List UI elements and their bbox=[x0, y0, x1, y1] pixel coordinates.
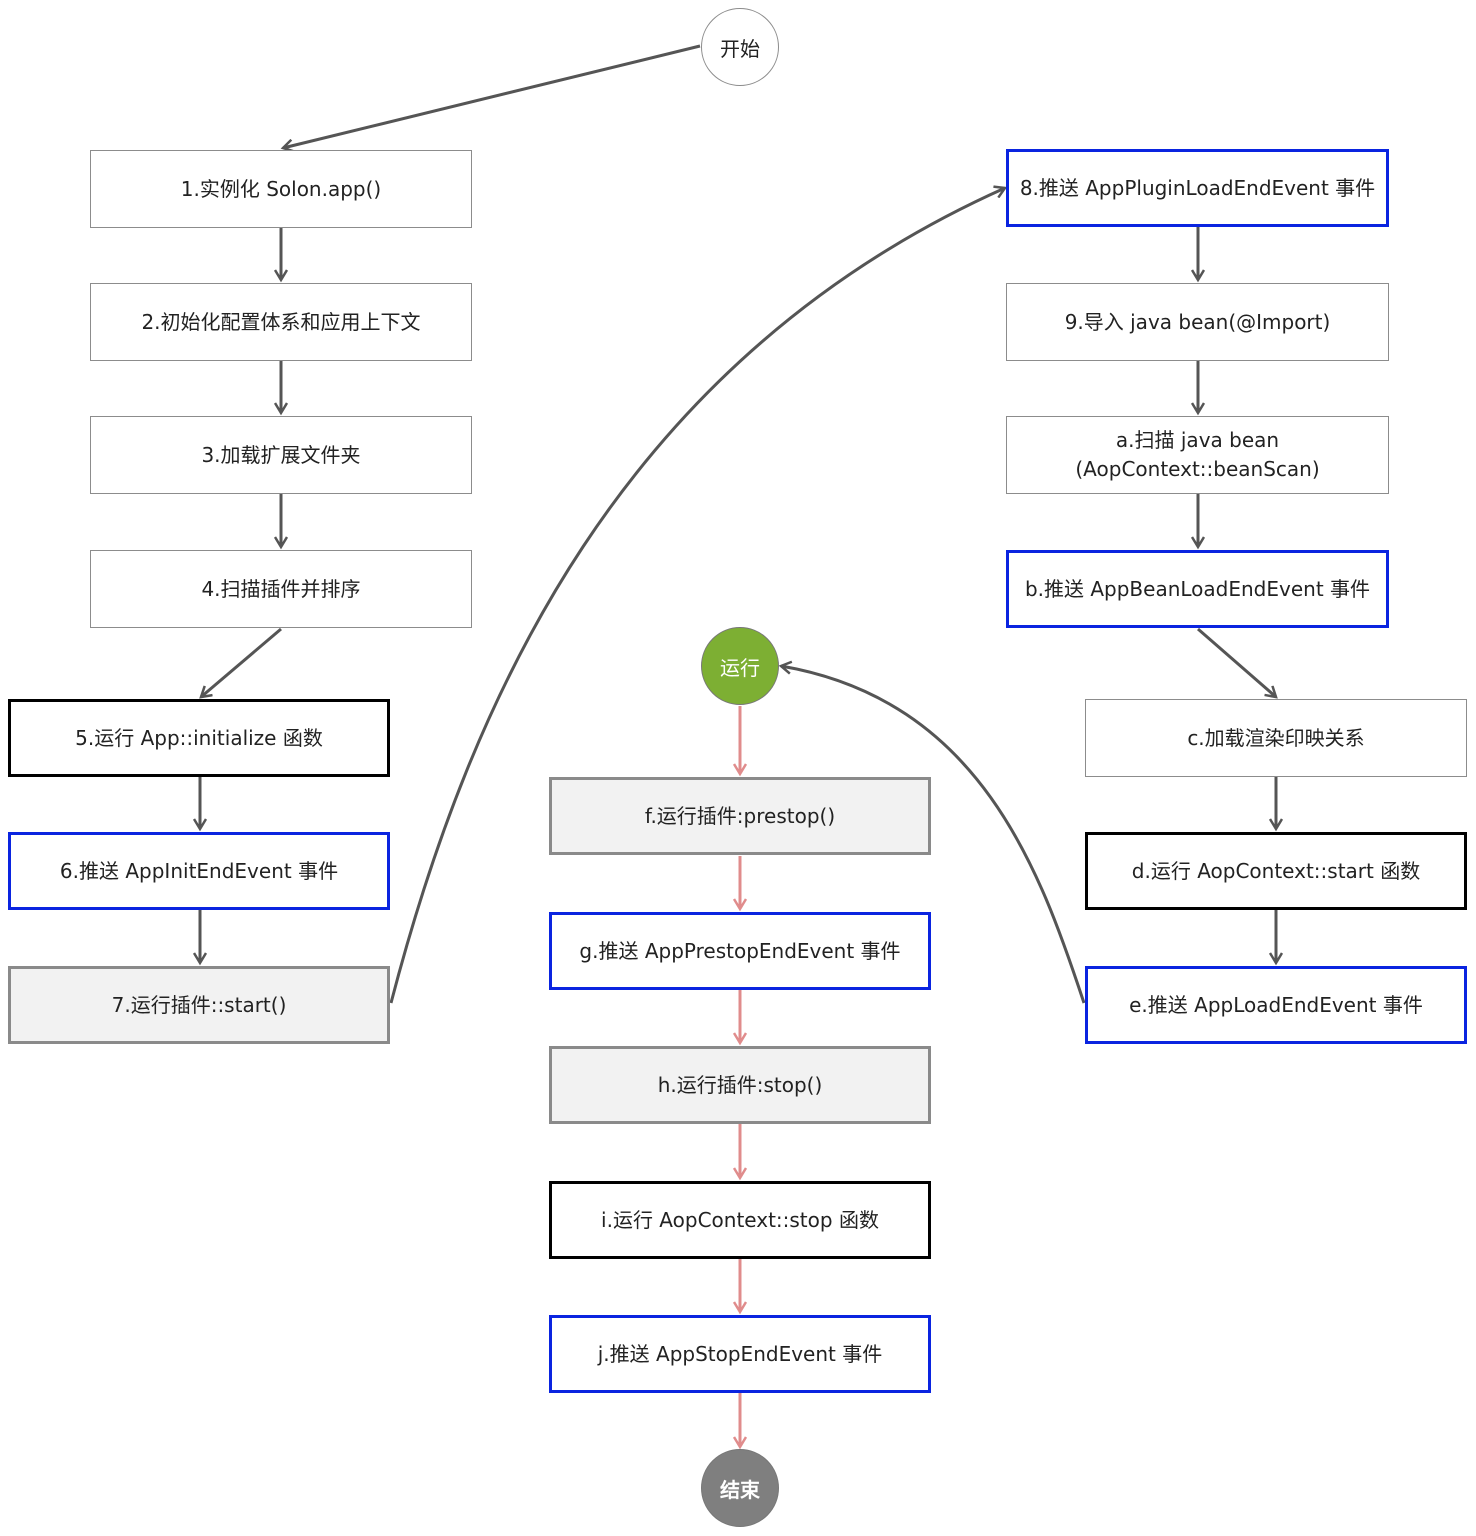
step-e-label: e.推送 AppLoadEndEvent 事件 bbox=[1129, 992, 1423, 1017]
arrow-start-to-step1 bbox=[283, 44, 701, 148]
start-label: 开始 bbox=[720, 36, 760, 61]
step-h-label: h.运行插件:stop() bbox=[657, 1072, 823, 1097]
step-1-label: 1.实例化 Solon.app() bbox=[180, 176, 382, 201]
step-b-label: b.推送 AppBeanLoadEndEvent 事件 bbox=[1024, 576, 1371, 601]
step-j-label: j.推送 AppStopEndEvent 事件 bbox=[597, 1341, 883, 1366]
arrow-stepb-to-stepc bbox=[1197, 627, 1276, 697]
step-e-box: e.推送 AppLoadEndEvent 事件 bbox=[1085, 966, 1467, 1044]
step-i-box: i.运行 AopContext::stop 函数 bbox=[549, 1181, 931, 1259]
step-h-box: h.运行插件:stop() bbox=[549, 1046, 931, 1124]
step-j-box: j.推送 AppStopEndEvent 事件 bbox=[549, 1315, 931, 1393]
start-node: 开始 bbox=[701, 8, 779, 86]
step-7-label: 7.运行插件::start() bbox=[111, 992, 287, 1017]
step-2-box: 2.初始化配置体系和应用上下文 bbox=[90, 283, 472, 361]
step-3-box: 3.加载扩展文件夹 bbox=[90, 416, 472, 494]
step-8-box: 8.推送 AppPluginLoadEndEvent 事件 bbox=[1006, 149, 1389, 227]
step-6-box: 6.推送 AppInitEndEvent 事件 bbox=[8, 832, 390, 910]
step-2-label: 2.初始化配置体系和应用上下文 bbox=[141, 309, 421, 334]
step-1-box: 1.实例化 Solon.app() bbox=[90, 150, 472, 228]
step-i-label: i.运行 AopContext::stop 函数 bbox=[601, 1207, 879, 1232]
step-6-label: 6.推送 AppInitEndEvent 事件 bbox=[59, 858, 339, 883]
step-c-box: c.加载渲染印映关系 bbox=[1085, 699, 1467, 777]
step-5-box: 5.运行 App::initialize 函数 bbox=[8, 699, 390, 777]
step-g-label: g.推送 AppPrestopEndEvent 事件 bbox=[579, 938, 901, 963]
step-f-label: f.运行插件:prestop() bbox=[644, 803, 836, 828]
run-label: 运行 bbox=[720, 655, 760, 680]
arrow-step7-to-step8 bbox=[389, 188, 1005, 1004]
step-b-box: b.推送 AppBeanLoadEndEvent 事件 bbox=[1006, 550, 1389, 628]
step-4-label: 4.扫描插件并排序 bbox=[201, 576, 361, 601]
step-9-label: 9.导入 java bean(@Import) bbox=[1064, 309, 1331, 334]
step-g-box: g.推送 AppPrestopEndEvent 事件 bbox=[549, 912, 931, 990]
step-d-label: d.运行 AopContext::start 函数 bbox=[1131, 858, 1421, 883]
run-node: 运行 bbox=[701, 627, 779, 705]
step-c-label: c.加载渲染印映关系 bbox=[1187, 725, 1365, 750]
step-3-label: 3.加载扩展文件夹 bbox=[201, 442, 361, 467]
end-label: 结束 bbox=[720, 1477, 760, 1502]
step-f-box: f.运行插件:prestop() bbox=[549, 777, 931, 855]
step-d-box: d.运行 AopContext::start 函数 bbox=[1085, 832, 1467, 910]
step-5-label: 5.运行 App::initialize 函数 bbox=[75, 725, 323, 750]
step-a-label-line2: (AopContext::beanScan) bbox=[1075, 457, 1320, 481]
step-a-label-line1: a.扫描 java bean bbox=[1115, 428, 1280, 452]
arrow-stepe-to-run bbox=[781, 666, 1086, 1004]
arrow-step4-to-step5 bbox=[201, 627, 282, 697]
step-9-box: 9.导入 java bean(@Import) bbox=[1006, 283, 1389, 361]
step-a-box: a.扫描 java bean (AopContext::beanScan) bbox=[1006, 416, 1389, 494]
step-8-label: 8.推送 AppPluginLoadEndEvent 事件 bbox=[1019, 175, 1376, 200]
step-4-box: 4.扫描插件并排序 bbox=[90, 550, 472, 628]
end-node: 结束 bbox=[701, 1449, 779, 1527]
step-7-box: 7.运行插件::start() bbox=[8, 966, 390, 1044]
